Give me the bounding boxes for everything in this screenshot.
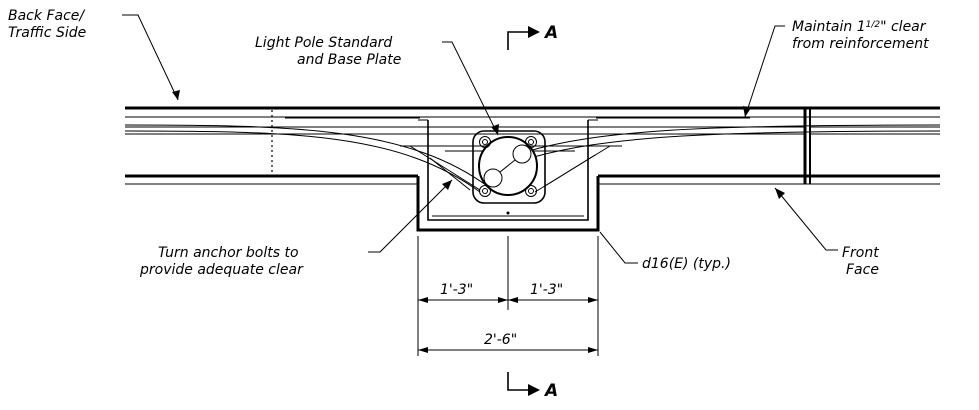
rebar-leader <box>599 231 638 264</box>
dim-total: 2'-6" <box>484 332 517 348</box>
callout-maintain-clear: Maintain 11/2" clear from reinforcement <box>743 19 929 118</box>
section-mark-top: A <box>507 23 558 50</box>
front-face-label-2: Face <box>846 262 879 278</box>
dim-left-half: 1'-3" <box>440 282 473 298</box>
anchor-bolts <box>124 124 941 193</box>
maintain-text-a: Maintain 1 <box>792 19 866 35</box>
barrier-wall <box>125 106 940 185</box>
bolt-leg-left <box>409 145 481 191</box>
back-face-label-2: Traffic Side <box>8 25 86 41</box>
callout-turn-bolts: Turn anchor bolts to provide adequate cl… <box>139 179 453 278</box>
arrow-2 <box>498 297 508 303</box>
turn-bolts-leader <box>368 179 453 253</box>
dim-right-half: 1'-3" <box>530 282 563 298</box>
arrow-6 <box>588 347 598 353</box>
section-label-bottom: A <box>543 381 558 401</box>
back-face-label-1: Back Face/ <box>8 8 85 24</box>
bolt-curve-left-2 <box>124 130 481 193</box>
pole-bolt-right <box>512 144 532 164</box>
base-plate <box>472 130 546 204</box>
corner-bolt-bl-inner <box>482 188 488 194</box>
niche-outer <box>416 176 600 232</box>
dimension-lines: 1'-3" 1'-3" 2'-6" <box>417 236 599 356</box>
bolt-leg-right-2 <box>544 154 596 187</box>
callout-front-face: Front Face <box>774 187 879 278</box>
back-face-leader <box>122 14 179 101</box>
corner-bolt-tl-inner <box>482 139 488 145</box>
light-pole-leader-arrow <box>491 124 499 135</box>
corner-bolt-br-inner <box>528 188 534 194</box>
callout-rebar: d16(E) (typ.) <box>599 231 731 272</box>
bolt-curve-left-1 <box>124 124 491 189</box>
callout-back-face: Back Face/ Traffic Side <box>8 8 180 101</box>
arrow-3 <box>508 297 518 303</box>
corner-bolt-tr-inner <box>528 139 534 145</box>
corner-bolt-tr <box>525 136 537 148</box>
bolt-curve-right-2 <box>529 130 941 159</box>
turn-bolts-leader-arrow <box>442 180 452 190</box>
bolt-curve-right-1 <box>524 124 941 153</box>
arrow-1 <box>418 297 428 303</box>
front-face-leader-arrow <box>775 188 785 199</box>
section-arrow-top-head <box>528 26 540 38</box>
section-mark-bottom: A <box>507 372 558 401</box>
niche-inner <box>427 120 589 221</box>
section-arrow-top-line <box>507 31 528 50</box>
light-pole-label-2: and Base Plate <box>297 52 401 68</box>
rebar-label: d16(E) (typ.) <box>642 256 731 272</box>
section-label-top: A <box>543 23 558 43</box>
section-arrow-bottom-head <box>528 384 540 396</box>
light-pole-base <box>472 130 546 204</box>
pole-center-line <box>499 159 516 173</box>
maintain-label-2: from reinforcement <box>792 36 929 52</box>
back-face-leader-arrow <box>172 90 180 100</box>
maintain-fraction: 1/2 <box>866 20 881 30</box>
maintain-leader-arrow <box>743 106 751 117</box>
light-pole-label-1: Light Pole Standard <box>255 35 392 51</box>
corner-bolt-bl <box>479 185 491 197</box>
arrow-5 <box>418 347 428 353</box>
bolt-leg-left-2 <box>429 157 471 191</box>
rebar-dot <box>506 211 510 215</box>
front-face-label-1: Front <box>842 245 879 261</box>
corner-bolt-tl <box>479 136 491 148</box>
maintain-text-b: " clear <box>880 19 927 35</box>
section-arrow-bottom-line <box>507 372 528 391</box>
turn-bolts-label-2: provide adequate clear <box>139 262 304 278</box>
turn-bolts-label-1: Turn anchor bolts to <box>158 245 299 261</box>
light-pole-leader <box>442 41 499 136</box>
maintain-label-1: Maintain 11/2" clear <box>792 19 927 35</box>
arrow-4 <box>588 297 598 303</box>
corner-bolt-br <box>525 185 537 197</box>
front-face-leader <box>774 187 838 251</box>
pole-bolt-left <box>483 168 503 188</box>
callout-light-pole: Light Pole Standard and Base Plate <box>255 35 499 136</box>
maintain-leader <box>744 25 785 118</box>
